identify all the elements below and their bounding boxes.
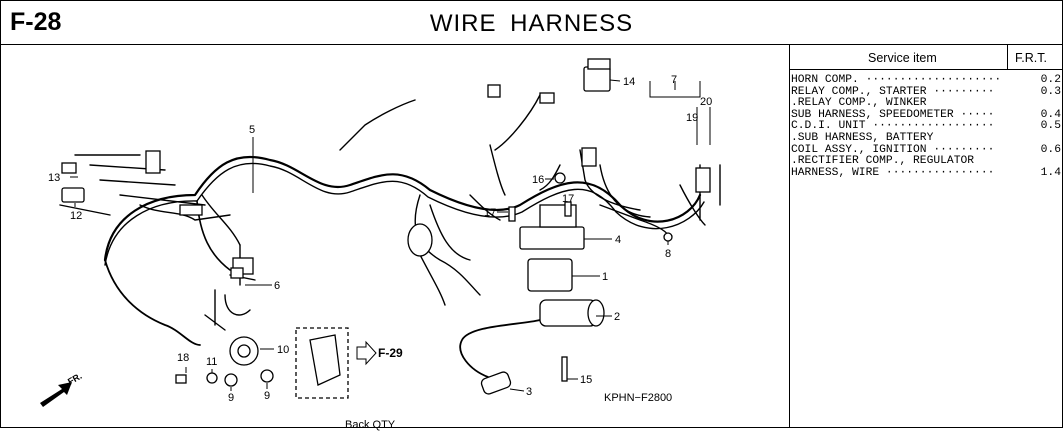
callout-5: 5 (249, 124, 255, 136)
service-row-item: HARNESS, WIRE ················ (791, 166, 995, 179)
callout-3: 3 (526, 386, 532, 398)
service-row: RELAY COMP., STARTER ········· 0.3 (790, 85, 1063, 99)
service-row: .SUB HARNESS, BATTERY (790, 131, 1063, 145)
service-row-item: RELAY COMP., STARTER ········· (791, 85, 995, 98)
front-direction-arrow-icon (40, 382, 72, 407)
callout-9b: 9 (264, 390, 270, 402)
parts-diagram: 1 2 3 4 5 6 7 8 9 9 10 11 12 13 14 15 16… (0, 45, 789, 428)
frt-heading: F.R.T. (1015, 51, 1047, 65)
callout-1: 1 (602, 271, 608, 283)
callout-17b: 17 (562, 193, 574, 205)
header-separator (1007, 45, 1008, 69)
service-item-table: Service item F.R.T. HORN COMP. ·········… (790, 45, 1063, 178)
service-row-frt: 0.4 (1040, 108, 1061, 121)
callout-9a: 9 (228, 392, 234, 404)
callout-14: 14 (623, 76, 635, 88)
callout-16: 16 (532, 174, 544, 186)
ref-arrow-label: F-29 (378, 346, 403, 360)
service-row: .RECTIFIER COMP., REGULATOR (790, 156, 1063, 168)
service-row-frt: 1.4 (1040, 166, 1061, 179)
service-rows: HORN COMP. ···················· 0.2 RELAY… (790, 74, 1063, 180)
callout-20: 20 (700, 96, 712, 108)
wire-harness-illustration: 1 2 3 4 5 6 7 8 9 9 10 11 12 13 14 15 16… (40, 58, 721, 407)
service-row-item: HORN COMP. ···················· (791, 74, 1002, 86)
page-title: WIRE HARNESS (429, 10, 634, 37)
callout-2: 2 (614, 311, 620, 323)
service-row-frt: 0.6 (1040, 143, 1061, 156)
service-row: C.D.I. UNIT ·················· 0.5 (790, 121, 1063, 133)
callout-6: 6 (274, 280, 280, 292)
callout-17a: 17 (484, 207, 496, 219)
callout-18: 18 (177, 352, 189, 364)
callout-7: 7 (671, 74, 677, 86)
service-row-frt: 0.2 (1040, 74, 1061, 86)
footer-text: Back QTY (345, 419, 396, 431)
service-row-item: COIL ASSY., IGNITION ········· (791, 143, 995, 156)
service-table-header: Service item F.R.T. (790, 45, 1063, 70)
callout-11: 11 (206, 356, 217, 368)
service-row-item: .RELAY COMP., WINKER (791, 97, 927, 110)
service-row: COIL ASSY., IGNITION ········· 0.6 (790, 143, 1063, 157)
callout-8: 8 (665, 248, 671, 260)
service-row: HORN COMP. ···················· 0.2 (790, 74, 1063, 87)
service-item-heading: Service item (868, 51, 937, 65)
panel-divider (789, 45, 790, 428)
service-row-frt: 0.5 (1040, 120, 1061, 133)
service-row: SUB HARNESS, SPEEDOMETER ····· 0.4 (790, 108, 1063, 122)
service-row: HARNESS, WIRE ················ 1.4 (790, 166, 1063, 180)
callout-19: 19 (686, 112, 698, 124)
direction-label: FR. (66, 371, 84, 387)
callout-13: 13 (48, 172, 60, 184)
service-row-item: .SUB HARNESS, BATTERY (791, 131, 934, 144)
diagram-code: KPHN−F2800 (604, 392, 672, 404)
callout-12: 12 (70, 210, 82, 222)
service-row-item: SUB HARNESS, SPEEDOMETER ····· (791, 108, 995, 121)
service-row-item: C.D.I. UNIT ·················· (791, 120, 995, 133)
callout-10: 10 (277, 344, 289, 356)
page-header: F-28 WIRE HARNESS (0, 0, 1063, 45)
callout-15: 15 (580, 374, 592, 386)
service-row-item: .RECTIFIER COMP., REGULATOR (791, 155, 975, 168)
callout-4: 4 (615, 234, 621, 246)
service-row: .RELAY COMP., WINKER (790, 98, 1063, 110)
page-id: F-28 (10, 8, 62, 36)
service-row-frt: 0.3 (1040, 85, 1061, 98)
